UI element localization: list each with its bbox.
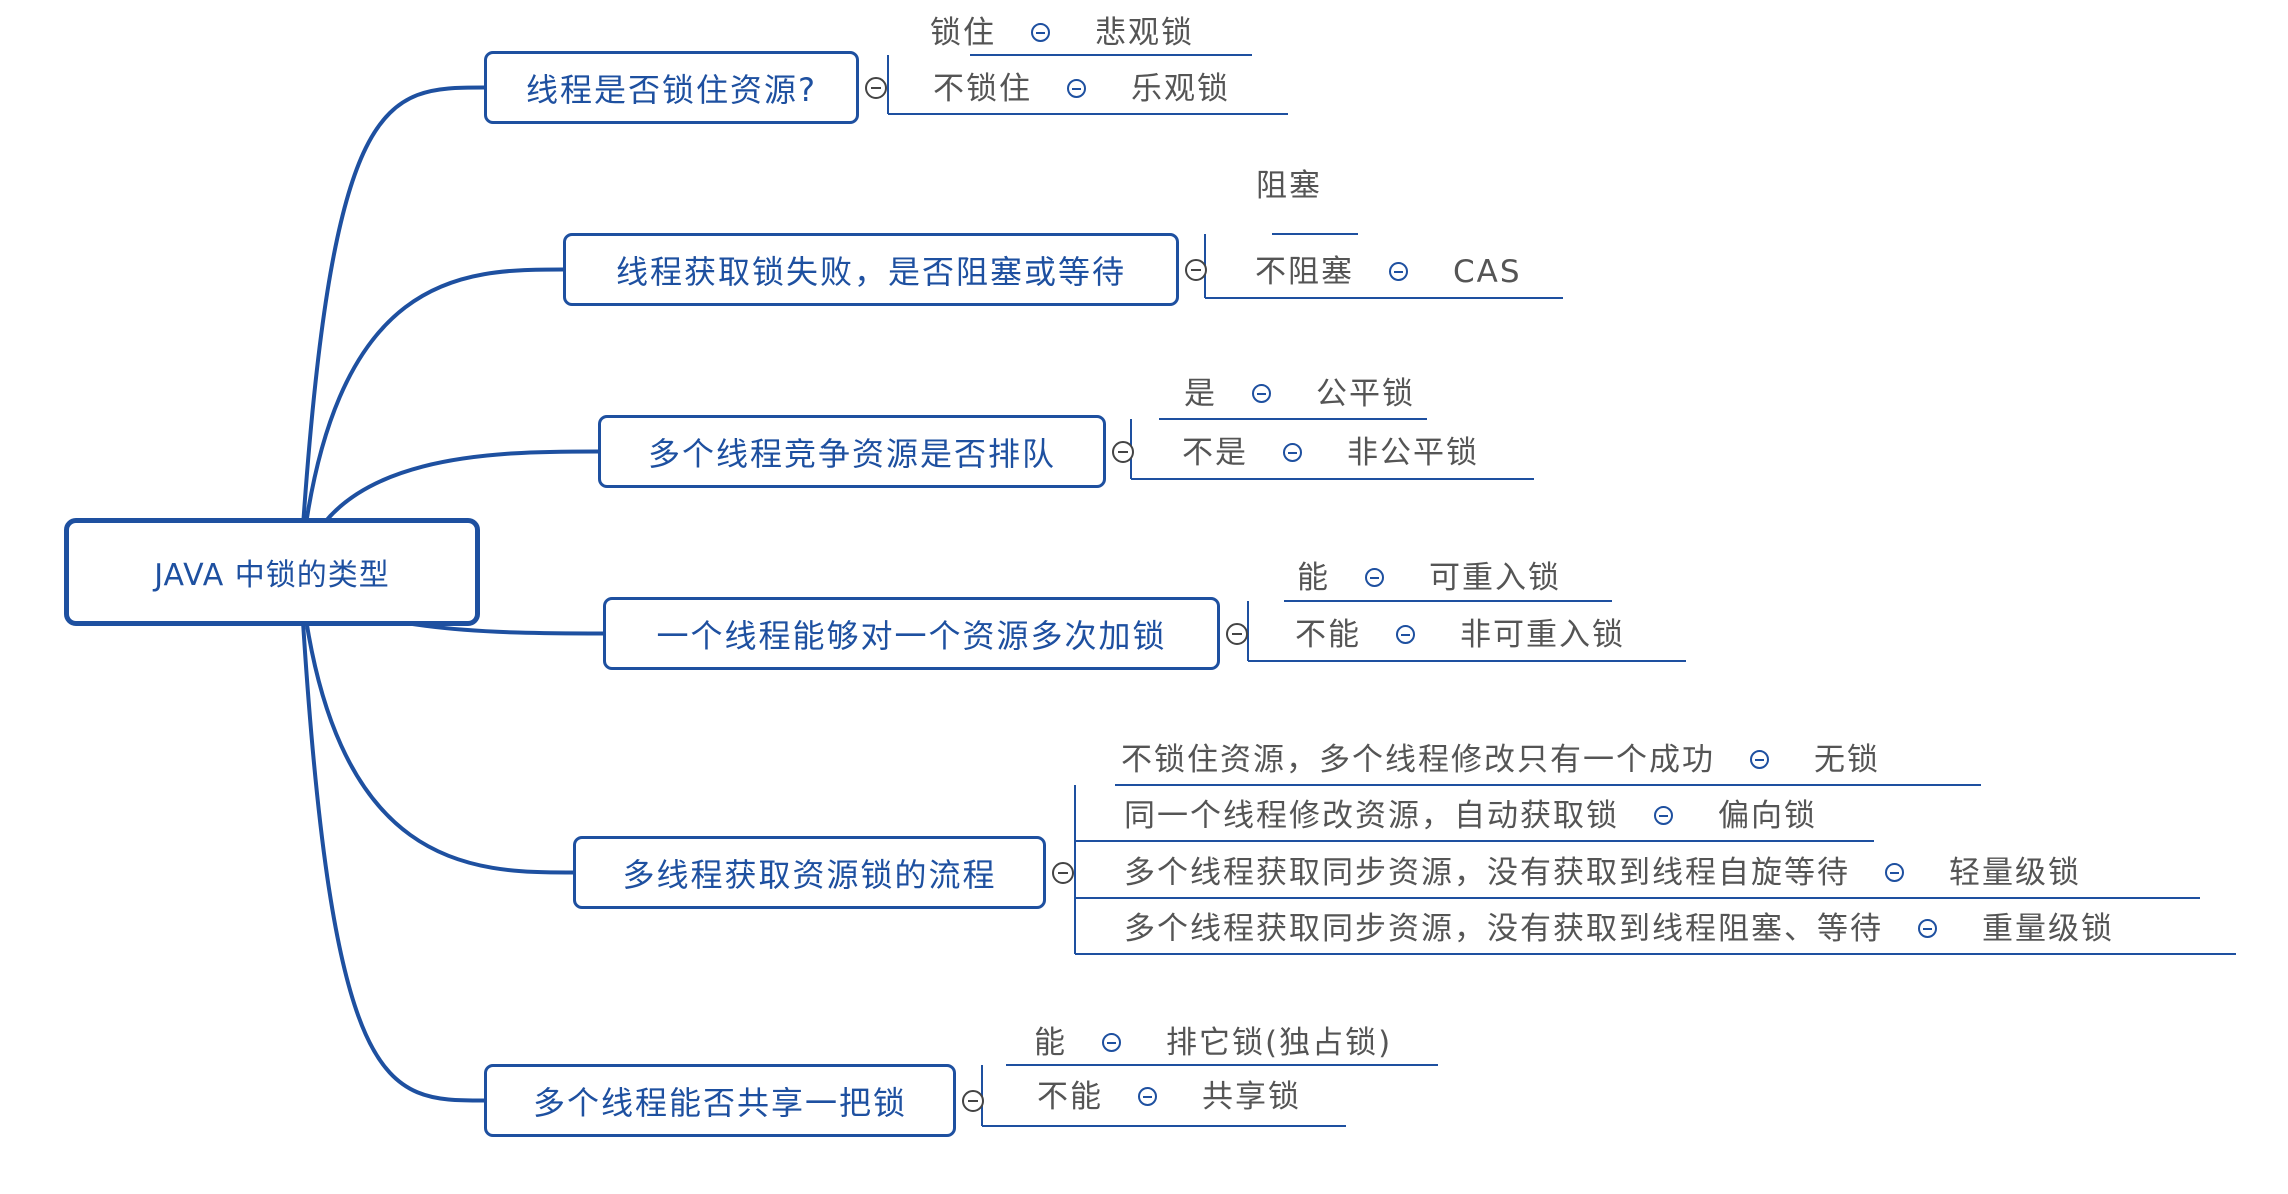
leaf-condition-text: 不能 — [1037, 1079, 1103, 1115]
collapse-toggle-icon[interactable] — [865, 76, 887, 99]
leaf-result-text: 可重入锁 — [1429, 560, 1561, 596]
leaf-result-text: 重量级锁 — [1982, 911, 2114, 947]
collapse-toggle-icon[interactable] — [962, 1089, 984, 1112]
root-node-label: JAVA 中锁的类型 — [154, 558, 390, 593]
leaf-result-text: 非公平锁 — [1347, 435, 1479, 471]
leaf-result-text: 非可重入锁 — [1460, 617, 1625, 653]
leaf-result-text: 公平锁 — [1316, 376, 1415, 412]
branch-node-1[interactable]: 线程是否锁住资源? — [484, 51, 859, 124]
leaf-result-text: 排它锁(独占锁) — [1166, 1025, 1393, 1061]
leaf-result-text: CAS — [1453, 254, 1522, 290]
minus-circle-icon[interactable] — [1885, 863, 1904, 882]
collapse-toggle-icon[interactable] — [1185, 258, 1207, 281]
collapse-toggle-icon[interactable] — [1112, 440, 1134, 463]
leaf-condition-text: 锁住 — [930, 15, 996, 51]
minus-circle-icon[interactable] — [1918, 919, 1937, 938]
branch-node-2[interactable]: 线程获取锁失败，是否阻塞或等待 — [563, 233, 1179, 306]
minus-circle-icon[interactable] — [1396, 625, 1415, 644]
root-connector-2 — [298, 267, 564, 573]
branch-label: 一个线程能够对一个资源多次加锁 — [656, 616, 1167, 655]
minus-circle-icon[interactable] — [1283, 443, 1302, 462]
root-connector-5 — [298, 571, 574, 875]
leaf-condition-text: 是 — [1184, 376, 1217, 412]
branch-node-3[interactable]: 多个线程竞争资源是否排队 — [598, 415, 1106, 488]
leaf-condition-text: 不锁住资源，多个线程修改只有一个成功 — [1121, 742, 1715, 778]
leaf-result-text: 乐观锁 — [1131, 71, 1230, 107]
collapse-toggle-icon[interactable] — [1052, 861, 1074, 884]
minus-circle-icon[interactable] — [1252, 384, 1271, 403]
leaf-result-text: 共享锁 — [1202, 1079, 1301, 1115]
branch-label: 多线程获取资源锁的流程 — [622, 855, 997, 894]
leaf-condition-text: 能 — [1297, 560, 1330, 596]
minus-circle-icon[interactable] — [1654, 806, 1673, 825]
leaf-condition-text: 阻塞 — [1256, 168, 1322, 204]
leaf-result-text: 悲观锁 — [1095, 15, 1194, 51]
leaf-condition-text: 能 — [1034, 1025, 1067, 1061]
minus-circle-icon[interactable] — [1031, 23, 1050, 42]
leaf-condition-text: 不阻塞 — [1255, 254, 1354, 290]
minus-circle-icon[interactable] — [1365, 568, 1384, 587]
leaf-result-text: 轻量级锁 — [1949, 855, 2081, 891]
branch-node-6[interactable]: 多个线程能否共享一把锁 — [484, 1064, 956, 1137]
minus-circle-icon[interactable] — [1067, 79, 1086, 98]
minus-circle-icon[interactable] — [1389, 262, 1408, 281]
root-node[interactable]: JAVA 中锁的类型 — [64, 518, 480, 626]
leaf-result-text: 无锁 — [1814, 742, 1880, 778]
leaf-condition-text: 不能 — [1295, 617, 1361, 653]
leaf-condition-text: 多个线程获取同步资源，没有获取到线程自旋等待 — [1124, 855, 1850, 891]
branch-node-5[interactable]: 多线程获取资源锁的流程 — [573, 836, 1046, 909]
minus-circle-icon[interactable] — [1102, 1033, 1121, 1052]
branch-node-4[interactable]: 一个线程能够对一个资源多次加锁 — [603, 597, 1220, 670]
root-connector-1 — [298, 85, 485, 573]
minus-circle-icon[interactable] — [1750, 750, 1769, 769]
branch-label: 多个线程能否共享一把锁 — [532, 1083, 907, 1122]
branch-label: 多个线程竞争资源是否排队 — [647, 434, 1056, 473]
branch-label: 线程是否锁住资源? — [526, 70, 817, 109]
collapse-toggle-icon[interactable] — [1226, 622, 1248, 645]
leaf-condition-text: 同一个线程修改资源，自动获取锁 — [1124, 798, 1619, 834]
leaf-condition-text: 不锁住 — [933, 71, 1032, 107]
minus-circle-icon[interactable] — [1138, 1087, 1157, 1106]
leaf-result-text: 偏向锁 — [1718, 798, 1817, 834]
leaf-condition-text: 不是 — [1182, 435, 1248, 471]
root-connector-6 — [298, 571, 485, 1103]
branch-label: 线程获取锁失败，是否阻塞或等待 — [615, 252, 1126, 291]
leaf-condition-text: 多个线程获取同步资源，没有获取到线程阻塞、等待 — [1124, 911, 1883, 947]
